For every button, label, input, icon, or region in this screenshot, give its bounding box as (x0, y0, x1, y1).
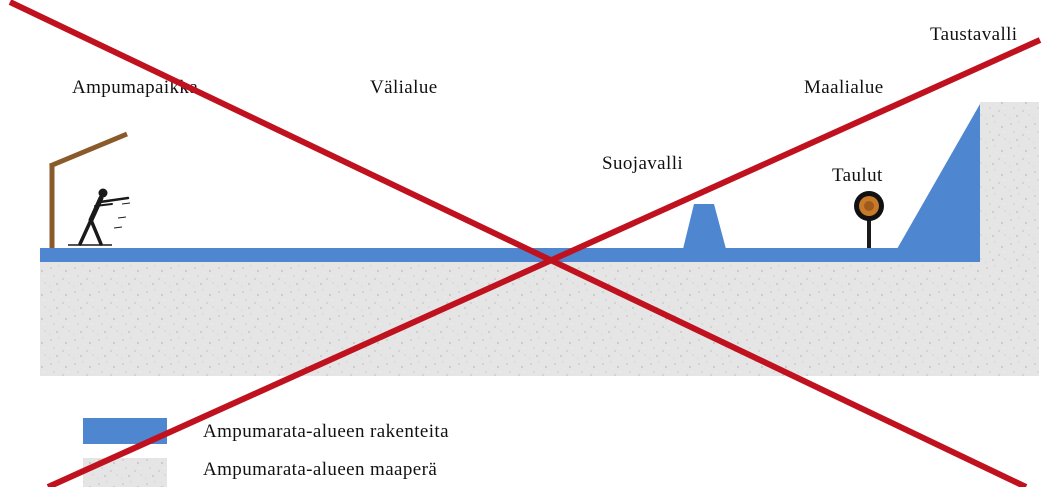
targets-label: Taulut (832, 165, 883, 186)
shooting-place-label: Ampumapaikka (72, 77, 198, 98)
target-stand (854, 191, 884, 248)
backstop-label: Taustavalli (930, 24, 1018, 45)
protective-wall-label: Suojavalli (602, 153, 683, 174)
legend-soil-label: Ampumarata-alueen maaperä (203, 459, 437, 480)
legend-structures-label: Ampumarata-alueen rakenteita (203, 421, 449, 442)
intermediate-area-label: Välialue (370, 77, 438, 98)
backstop-wall (897, 104, 980, 249)
shooter-figure (68, 188, 131, 246)
backstop-soil (980, 102, 1039, 376)
range-ground-strip (40, 248, 980, 262)
protective-wall (683, 204, 726, 249)
red-cross-out (8, 0, 1042, 487)
shooting-shelter (49, 131, 128, 248)
target-area-label: Maalialue (804, 77, 884, 98)
